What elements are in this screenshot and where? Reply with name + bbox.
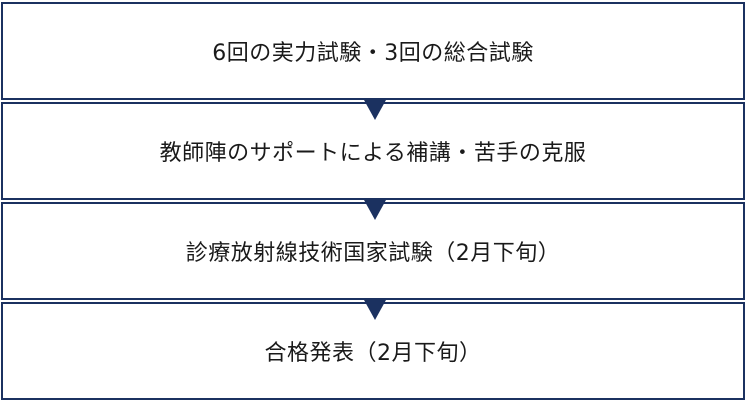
down-arrow-icon bbox=[364, 100, 386, 120]
flow-step-4-label: 合格発表（2月下旬） bbox=[264, 341, 482, 366]
flow-step-1: 6回の実力試験・3回の総合試験 bbox=[1, 2, 745, 100]
down-arrow-icon bbox=[364, 300, 386, 320]
flow-step-2-label: 教師陣のサポートによる補講・苦手の克服 bbox=[159, 141, 587, 166]
down-arrow-icon bbox=[364, 200, 386, 220]
flow-step-3-label: 診療放射線技術国家試験（2月下旬） bbox=[185, 241, 561, 266]
flow-step-1-label: 6回の実力試験・3回の総合試験 bbox=[212, 41, 534, 66]
